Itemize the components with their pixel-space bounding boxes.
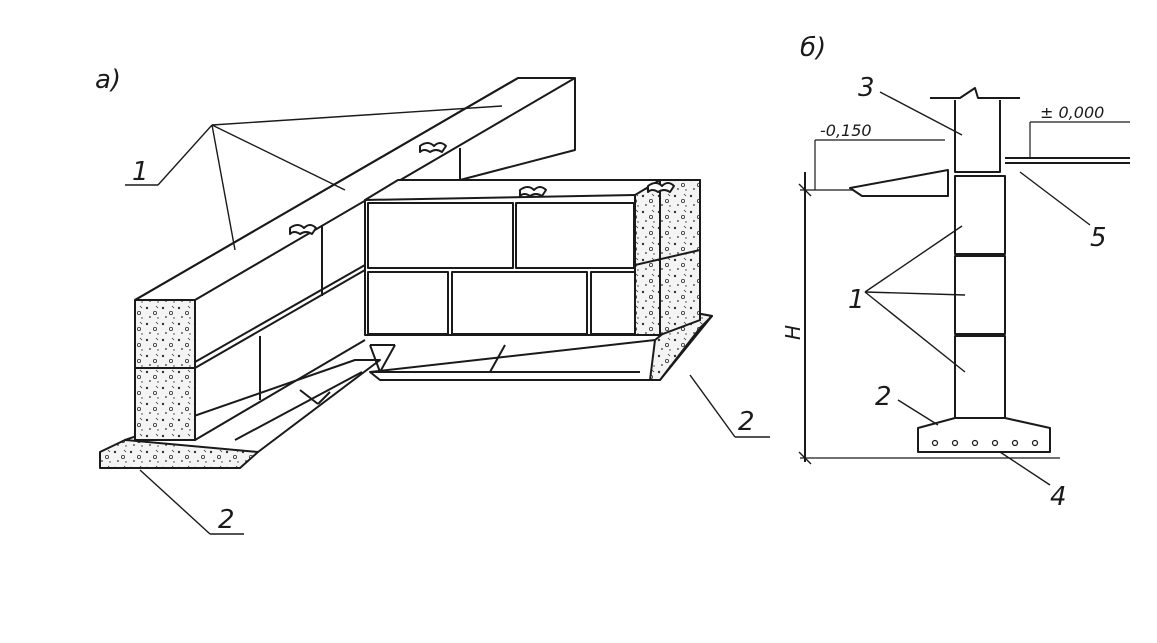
label-a-pad-right: 2 [738, 407, 755, 437]
label-b-waterproof: 5 [1090, 223, 1107, 253]
label-b-rebar: 4 [1050, 482, 1067, 512]
label-a-pad-left: 2 [218, 505, 235, 535]
label-b-blocks: 1 [848, 285, 865, 315]
label-part-b: б) [800, 33, 826, 63]
leaders-a [125, 105, 770, 535]
label-b-height: H [781, 325, 805, 340]
wall-block-3 [954, 335, 1006, 419]
label-b-slab: 3 [858, 73, 875, 103]
footing-pad-section [917, 417, 1051, 453]
wall-block-1 [954, 175, 1006, 255]
label-b-floor-level: ± 0,000 [1040, 103, 1104, 122]
label-b-ground-level: -0,150 [820, 121, 872, 140]
label-a-blocks: 1 [132, 157, 149, 187]
footing-pad-right [369, 311, 713, 381]
drawing-b [798, 87, 1130, 486]
label-part-a: a) [95, 65, 121, 95]
drawing-a [99, 77, 770, 535]
block-wall-short [364, 179, 701, 336]
label-b-pad: 2 [875, 382, 892, 412]
